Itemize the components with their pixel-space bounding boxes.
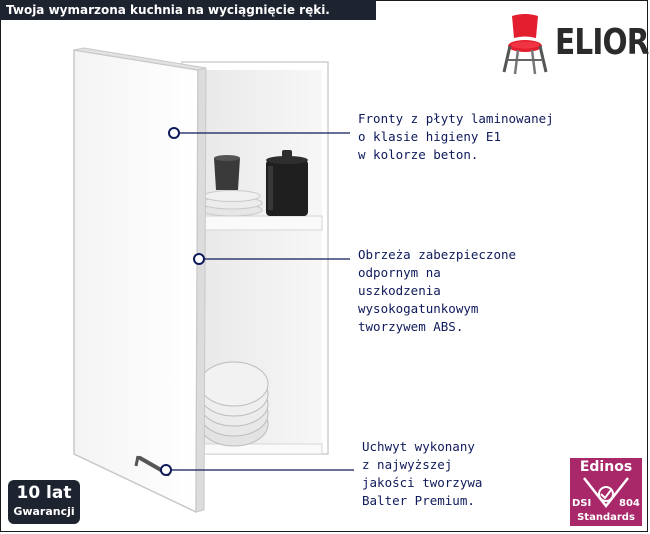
certificate-left-mark: DSI [572, 498, 592, 509]
warranty-badge: 10 lat Gwarancji [8, 480, 80, 524]
certificate-badge: Edinos DSI 804 Standards [570, 458, 642, 526]
cabinet-bottom [199, 443, 323, 455]
plates-large [199, 361, 269, 447]
callout-line-2 [193, 253, 350, 265]
callout-edges: Obrzeża zabezpieczone odpornym na uszkod… [358, 247, 517, 334]
callout-line-3 [160, 464, 354, 476]
cabinet-shelf [199, 215, 323, 231]
jar [266, 150, 308, 216]
callout-handle: Uchwyt wykonany z najwyższej jakości two… [362, 439, 483, 508]
cup [214, 155, 240, 190]
certificate-label: Standards [577, 512, 635, 523]
certificate-right-mark: 804 [619, 498, 640, 509]
brand-name: ELIOR [555, 22, 650, 63]
certificate-name: Edinos [579, 459, 633, 475]
brand-logo [502, 14, 548, 75]
plates-small [201, 190, 263, 217]
page-title: Twoja wymarzona kuchnia na wyciągnięcie … [0, 0, 376, 20]
certificate-emblem-icon [583, 477, 629, 509]
warranty-label: Gwarancji [13, 505, 75, 518]
chair-icon [502, 14, 548, 75]
cabinet-door [73, 49, 199, 514]
warranty-years: 10 lat [16, 483, 72, 503]
callout-fronts: Fronty z płyty laminowanej o klasie higi… [358, 111, 554, 162]
callout-line-1 [168, 127, 350, 139]
